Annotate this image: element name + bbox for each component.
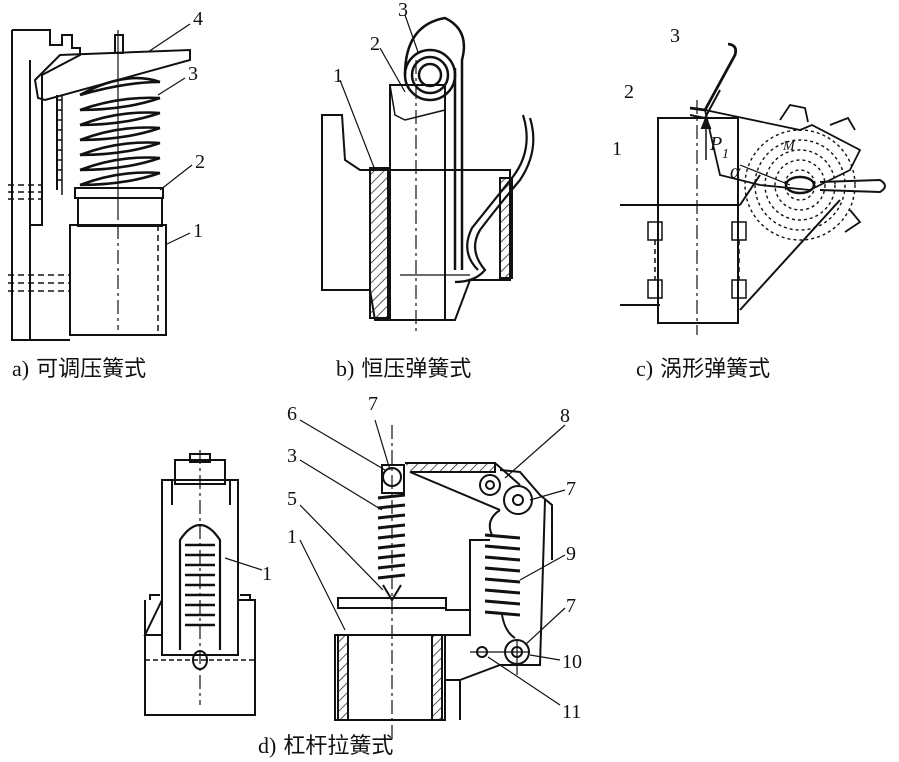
label-b-1: 1	[333, 65, 343, 87]
caption-c: c) 涡形弹簧式	[636, 358, 770, 381]
label-d-8: 8	[560, 405, 570, 427]
label-d-9: 9	[566, 543, 576, 565]
figure-c-spiral-spring	[620, 42, 886, 335]
figure-d-left-holder	[143, 450, 263, 716]
label-a-2: 2	[195, 151, 205, 173]
figure-b-constant-spring	[321, 14, 535, 335]
labels-a: 4 3 2 1	[188, 8, 205, 242]
caption-d: d) 杠杆拉簧式	[258, 735, 393, 758]
caption-b: b) 恒压弹簧式	[336, 358, 471, 381]
label-a-4: 4	[193, 8, 203, 30]
label-c-p: P	[709, 133, 722, 155]
label-d-7-mid: 7	[566, 478, 576, 500]
caption-d-text: 杠杆拉簧式	[283, 734, 394, 759]
caption-b-tag: b)	[336, 356, 355, 381]
figure-d-lever-spring	[299, 419, 566, 740]
label-c-3: 3	[670, 25, 680, 47]
label-c-1: 1	[612, 138, 622, 160]
label-c-2: 2	[624, 81, 634, 103]
caption-d-tag: d)	[258, 733, 277, 758]
label-d-7-top: 7	[368, 393, 378, 415]
label-a-3: 3	[188, 63, 198, 85]
label-a-1: 1	[193, 220, 203, 242]
label-d-3: 3	[287, 445, 297, 467]
caption-a: a) 可调压簧式	[12, 358, 146, 381]
caption-a-text: 可调压簧式	[36, 357, 147, 382]
figure-a-adjustable-spring	[8, 23, 193, 341]
labels-d-left: 1	[262, 563, 272, 585]
label-d-left-1: 1	[262, 563, 272, 585]
labels-d: 7 6 3 5 1 8 7 9 7 10 11	[287, 393, 582, 723]
label-d-11: 11	[562, 701, 581, 723]
label-c-m: M	[782, 139, 796, 154]
caption-a-tag: a)	[12, 356, 30, 381]
labels-b: 3 2 1	[333, 0, 408, 87]
label-c-alpha: α	[730, 161, 741, 183]
label-d-5: 5	[287, 488, 297, 510]
label-d-6: 6	[287, 403, 297, 425]
caption-c-text: 涡形弹簧式	[660, 357, 771, 382]
label-d-1: 1	[287, 526, 297, 548]
labels-c: 3 2 1 P 1 α M	[612, 25, 796, 183]
label-b-2: 2	[370, 33, 380, 55]
caption-b-text: 恒压弹簧式	[361, 357, 472, 382]
label-c-p-subscript: 1	[722, 147, 729, 162]
label-b-3: 3	[398, 0, 408, 21]
label-d-10: 10	[562, 651, 582, 673]
label-d-7-low: 7	[566, 595, 576, 617]
caption-c-tag: c)	[636, 356, 654, 381]
